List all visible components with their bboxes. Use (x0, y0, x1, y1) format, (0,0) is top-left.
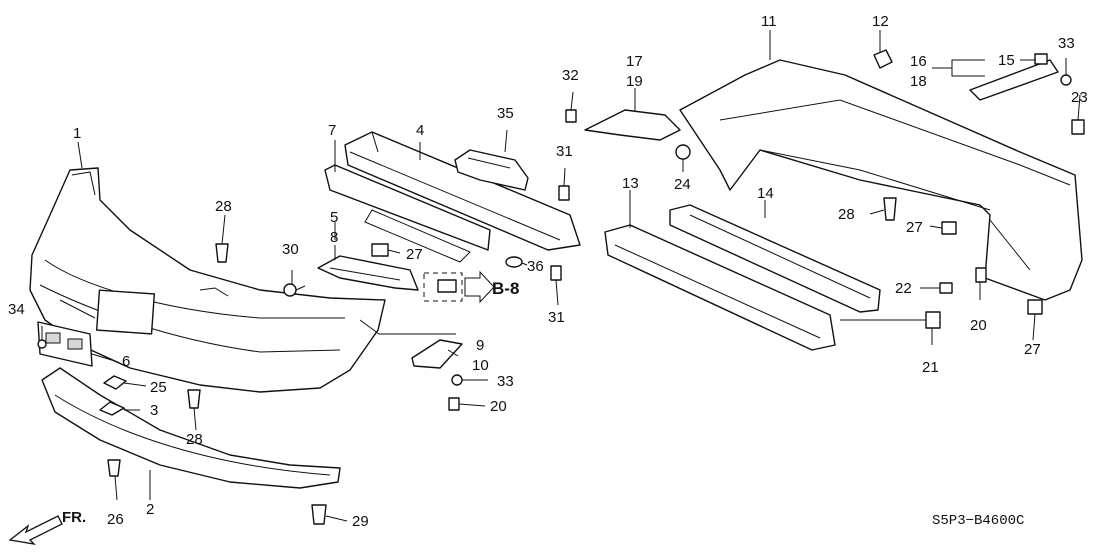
callout-6: 6 (122, 353, 130, 370)
clip-27-side (1027, 299, 1043, 315)
callout-31-lower: 31 (548, 309, 565, 326)
front-bumper-face (29, 167, 386, 393)
rivet-28-mid (187, 389, 201, 409)
callout-7: 7 (328, 122, 336, 139)
screw-33-rear (1060, 74, 1072, 86)
clip-12 (873, 49, 893, 69)
callout-36: 36 (527, 258, 544, 275)
callout-8: 8 (330, 229, 338, 246)
callout-10: 10 (472, 357, 489, 374)
callout-1: 1 (73, 125, 81, 142)
callout-17: 17 (626, 53, 643, 70)
rear-bumper-face (679, 59, 1083, 301)
callout-22: 22 (895, 280, 912, 297)
grommet-24 (675, 144, 691, 160)
callout-19: 19 (626, 73, 643, 90)
callout-35: 35 (497, 105, 514, 122)
callout-5: 5 (330, 209, 338, 226)
callout-28-rear: 28 (838, 206, 855, 223)
callout-20-front: 20 (490, 398, 507, 415)
screw-36 (505, 256, 523, 268)
front-direction-arrow-icon (8, 515, 63, 545)
callout-24: 24 (674, 176, 691, 193)
callout-31-upper: 31 (556, 143, 573, 160)
callout-20-rear: 20 (970, 317, 987, 334)
screw-15 (1034, 53, 1048, 65)
rear-side-bracket (584, 109, 681, 141)
callout-33-front: 33 (497, 373, 514, 390)
screw-23 (1071, 119, 1085, 135)
clip-27-front (371, 243, 389, 257)
callout-32: 32 (562, 67, 579, 84)
callout-3: 3 (150, 402, 158, 419)
callout-12: 12 (872, 13, 889, 30)
callout-16: 16 (910, 53, 927, 70)
side-spacer-left (317, 255, 419, 291)
front-absorber (324, 164, 491, 263)
callout-4: 4 (416, 122, 424, 139)
screw-31-lower (550, 265, 562, 281)
side-spacer-right (411, 339, 463, 369)
front-direction-indicator: FR. (8, 509, 86, 545)
rivet-26 (107, 459, 121, 477)
callout-2: 2 (146, 501, 154, 518)
rivet-28-rear (883, 197, 897, 221)
rear-absorber (669, 204, 881, 313)
clip-25 (103, 375, 127, 390)
callout-13: 13 (622, 175, 639, 192)
rivet-29 (311, 504, 327, 525)
diagram-code: S5P3−B4600C (932, 513, 1024, 529)
screw-34 (37, 339, 47, 349)
clip-3 (99, 401, 125, 416)
callout-21: 21 (922, 359, 939, 376)
callout-labels: 1 2 3 4 5 6 7 8 9 10 11 12 13 14 15 16 1… (8, 13, 1088, 530)
screw-20-rear (975, 267, 987, 283)
screw-21 (925, 311, 941, 329)
rear-center-bracket (969, 59, 1059, 101)
screw-30 (283, 283, 306, 297)
front-beam (344, 131, 581, 251)
screw-32 (565, 109, 577, 123)
callout-27-rear: 27 (906, 219, 923, 236)
screw-20-front (448, 397, 460, 411)
lower-spoiler (41, 367, 341, 489)
clip-27-rear (941, 221, 957, 235)
direction-label: FR. (62, 509, 86, 526)
grommet-b8 (437, 279, 457, 293)
callout-9: 9 (476, 337, 484, 354)
leader-lines (41, 30, 1081, 522)
rivet-28-left (215, 243, 229, 263)
callout-15: 15 (998, 52, 1015, 69)
b8-reference-label: B-8 (492, 279, 519, 298)
callout-34: 34 (8, 301, 25, 318)
callout-33-rear: 33 (1058, 35, 1075, 52)
callout-28-mid: 28 (186, 431, 203, 448)
b8-reference: B-8 (423, 270, 519, 304)
callout-11: 11 (761, 13, 777, 30)
screw-31-upper (558, 185, 570, 201)
callout-29: 29 (352, 513, 369, 530)
callout-30: 30 (282, 241, 299, 258)
callout-14: 14 (757, 185, 774, 202)
screw-22 (939, 282, 953, 294)
callout-27-side: 27 (1024, 341, 1041, 358)
callout-25: 25 (150, 379, 167, 396)
callout-18: 18 (910, 73, 927, 90)
callout-23: 23 (1071, 89, 1088, 106)
callout-28-left: 28 (215, 198, 232, 215)
screw-33-front (451, 374, 463, 386)
callout-27-front: 27 (406, 246, 423, 263)
top-bracket (454, 149, 529, 191)
callout-26: 26 (107, 511, 124, 528)
